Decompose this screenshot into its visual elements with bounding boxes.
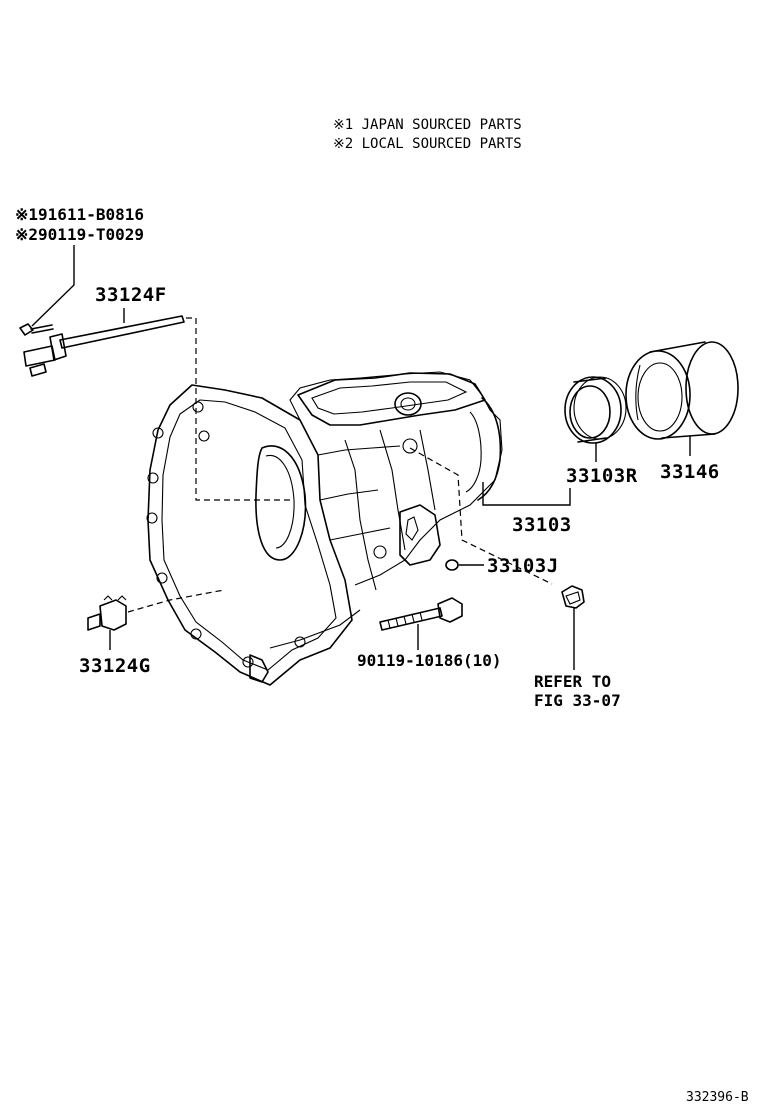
- part-label-33124F: 33124F: [95, 284, 167, 306]
- pivot-33124G: [87, 595, 127, 631]
- bolt-part-number-2: ※290119-T0029: [15, 225, 144, 244]
- part-label-90119-10186: 90119-10186(10): [357, 651, 502, 670]
- leader-33103: [482, 482, 571, 506]
- shift-shaft-33124F: [23, 315, 185, 377]
- part-label-33103R: 33103R: [566, 465, 638, 487]
- dash-pivot-alignment: [127, 589, 225, 613]
- part-label-33146: 33146: [660, 461, 720, 483]
- refer-line-1: REFER TO: [534, 672, 611, 691]
- bolt-leader-line: [31, 245, 75, 327]
- note-japan-sourced: ※1 JAPAN SOURCED PARTS: [333, 117, 522, 133]
- oil-seal-33103R: [564, 376, 627, 444]
- figure-code: 332396-B: [686, 1090, 749, 1105]
- dash-plug-alignment: [409, 447, 553, 585]
- bolt-90119-10186: [379, 597, 463, 631]
- part-label-33124G: 33124G: [79, 655, 151, 677]
- transmission-housing-33103: [146, 371, 503, 686]
- part-label-33103: 33103: [512, 514, 572, 536]
- dash-shaft-alignment: [186, 317, 290, 501]
- plug-33103J: [445, 559, 459, 571]
- bolt-part-number-1: ※191611-B0816: [15, 205, 144, 224]
- speedometer-gear: [561, 585, 585, 609]
- part-label-33103J: 33103J: [487, 555, 559, 577]
- bolt-drawing: [19, 323, 54, 336]
- note-local-sourced: ※2 LOCAL SOURCED PARTS: [333, 136, 522, 152]
- refer-line-2: FIG 33-07: [534, 691, 621, 710]
- sleeve-33146: [625, 341, 739, 440]
